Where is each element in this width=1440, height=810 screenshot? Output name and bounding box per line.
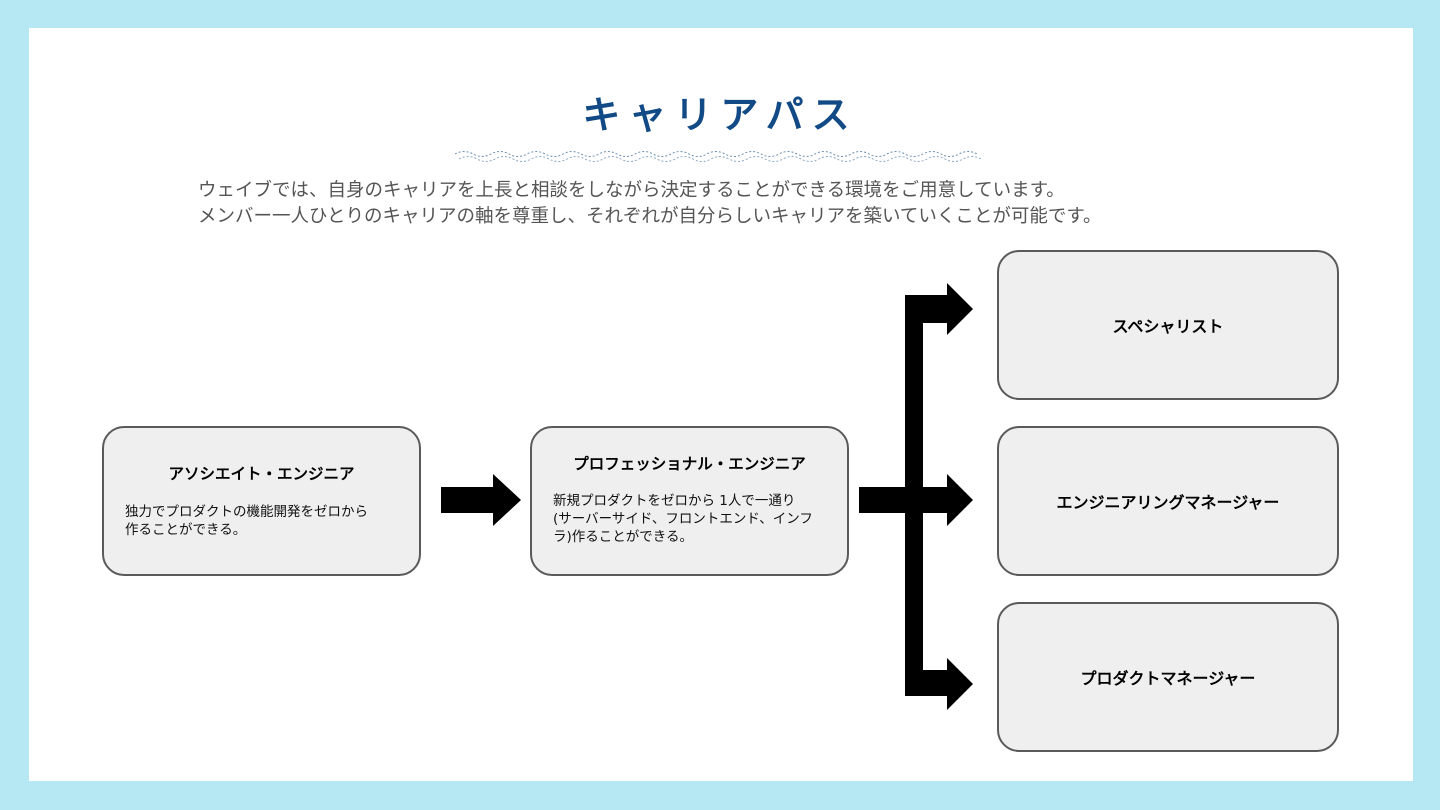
- arrow-to-specialist: [905, 283, 973, 335]
- specialist-label: スペシャリスト: [1112, 317, 1224, 336]
- associate-engineer-title: アソシエイト・エンジニア: [168, 465, 355, 483]
- associate-desc-line-1: 独力でプロダクトの機能開発をゼロから: [125, 504, 368, 520]
- associate-desc-line-2: 作ることができる。: [125, 522, 247, 538]
- engineering-manager-box: エンジニアリングマネージャー: [997, 426, 1339, 576]
- professional-engineer-title: プロフェッショナル・エンジニア: [573, 455, 806, 473]
- professional-engineer-box: プロフェッショナル・エンジニア 新規プロダクトをゼロから 1人で一通り (サーバ…: [530, 426, 849, 576]
- intro-line-1: ウェイブでは、自身のキャリアを上長と相談をしながら決定することができる環境をご用…: [198, 180, 1065, 201]
- professional-desc-line-1: 新規プロダクトをゼロから 1人で一通り: [553, 493, 796, 509]
- arrow-to-product-manager: [905, 658, 973, 710]
- associate-engineer-box: アソシエイト・エンジニア 独力でプロダクトの機能開発をゼロから 作ることができる…: [102, 426, 421, 576]
- associate-engineer-desc: 独力でプロダクトの機能開発をゼロから 作ることができる。: [125, 503, 368, 539]
- intro-text: ウェイブでは、自身のキャリアを上長と相談をしながら決定することができる環境をご用…: [198, 178, 1238, 230]
- professional-desc-line-2: (サーバーサイド、フロントエンド、インフ: [553, 511, 813, 527]
- arrow-to-engineering-manager: [859, 474, 973, 526]
- slide-title: キャリアパス: [582, 93, 858, 137]
- professional-desc-line-3: ラ)作ることができる。: [553, 529, 693, 545]
- wavy-divider: [455, 151, 982, 162]
- product-manager-box: プロダクトマネージャー: [997, 602, 1339, 752]
- engineering-manager-label: エンジニアリングマネージャー: [1056, 493, 1280, 512]
- arrow-associate-to-professional: [441, 474, 521, 526]
- product-manager-label: プロダクトマネージャー: [1080, 669, 1256, 688]
- professional-engineer-desc: 新規プロダクトをゼロから 1人で一通り (サーバーサイド、フロントエンド、インフ…: [553, 492, 813, 546]
- intro-line-2: メンバー一人ひとりのキャリアの軸を尊重し、それぞれが自分らしいキャリアを築いてい…: [198, 206, 1102, 227]
- specialist-box: スペシャリスト: [997, 250, 1339, 400]
